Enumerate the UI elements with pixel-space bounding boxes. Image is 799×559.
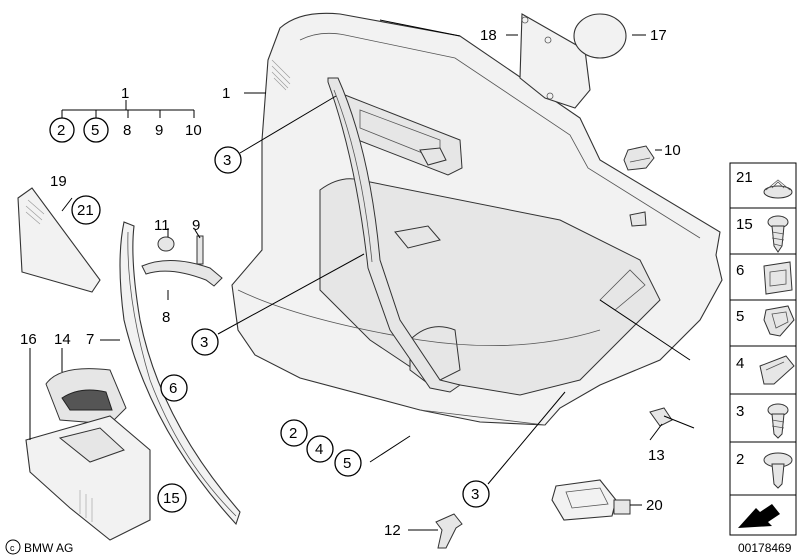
footer: c BMW AG 00178469: [5, 539, 792, 555]
lamp-20: [551, 479, 631, 521]
callout-21-circle: [71, 195, 101, 225]
callout-20: 20: [646, 497, 663, 514]
legend-label-5: 3: [736, 403, 744, 420]
callout-17: 17: [650, 27, 667, 44]
callout-5b-circle: [334, 449, 362, 477]
copyright-icon: [5, 539, 21, 555]
legend-label-1: 15: [736, 216, 753, 233]
callout-3c: 3: [471, 486, 479, 503]
copyright-mark: c: [10, 543, 15, 553]
console-16: [25, 415, 151, 541]
legend-icon-screw-3: [767, 403, 789, 439]
leader-lines: [29, 19, 691, 531]
legend-label-6: 2: [736, 451, 744, 468]
brand-label: BMW AG: [24, 541, 73, 555]
speaker-cover-17: [573, 13, 627, 59]
handle-bar: [327, 77, 462, 393]
callouts: 1 1 2 5 8 9 10 3 3 3 18 17 10 19 21 11 9…: [20, 27, 681, 539]
triangle-cover-19: [17, 187, 101, 293]
callout-10-clip: 10: [664, 142, 681, 159]
callout-9: 9: [155, 122, 163, 139]
legend-icon-screw: [767, 215, 789, 253]
callout-3b: 3: [200, 334, 208, 351]
callout-5-circle: [83, 117, 109, 143]
callout-6-circle: [160, 374, 188, 402]
callout-7: 7: [86, 331, 94, 348]
part-13: [649, 407, 695, 429]
callout-1-panel: 1: [222, 85, 230, 102]
callout-2: 2: [57, 122, 65, 139]
callout-16: 16: [20, 331, 37, 348]
callout-5: 5: [91, 122, 99, 139]
callout-3c-circle: [462, 480, 490, 508]
cap-11: [157, 236, 175, 252]
callout-5b: 5: [343, 455, 351, 472]
legend-label-2: 6: [736, 262, 744, 279]
callout-4-circle: [306, 435, 334, 463]
callout-2b-circle: [280, 419, 308, 447]
orientation-arrow-icon: [729, 494, 797, 536]
callout-18: 18: [480, 27, 497, 44]
door-trim-panel: [231, 12, 723, 426]
trim-strip-7: [119, 221, 241, 526]
callout-3a: 3: [223, 152, 231, 169]
legend-icon-rivet: [763, 179, 793, 199]
callout-9-pin: 9: [192, 217, 200, 234]
callout-2-circle: [49, 117, 75, 143]
callout-12: 12: [384, 522, 401, 539]
legend-label-4: 4: [736, 355, 744, 372]
callout-4: 4: [315, 441, 323, 458]
callout-10: 10: [185, 122, 202, 139]
legend-label-3: 5: [736, 308, 744, 325]
handle-8: [141, 259, 223, 287]
legend-icon-clip-5: [763, 305, 795, 337]
callout-14: 14: [54, 331, 71, 348]
callout-21: 21: [77, 202, 94, 219]
callout-2b: 2: [289, 425, 297, 442]
fastener-legend: 21 15 6 5 4 3 2: [729, 162, 797, 536]
legend-label-0: 21: [736, 169, 753, 186]
callout-8: 8: [123, 122, 131, 139]
callout-3a-circle: [214, 146, 242, 174]
part-12: [435, 513, 463, 549]
callout-19: 19: [50, 173, 67, 190]
callout-6: 6: [169, 380, 177, 397]
document-id: 00178469: [738, 541, 792, 555]
callout-8-handle: 8: [162, 309, 170, 326]
callout-3b-circle: [191, 328, 219, 356]
callout-13: 13: [648, 447, 665, 464]
clip-10: [623, 145, 655, 171]
callout-1-set: 1: [121, 85, 129, 102]
legend-icon-clip: [763, 261, 793, 295]
callout-15: 15: [163, 490, 180, 507]
insert-14: [45, 368, 127, 425]
legend-icon-pushpin: [763, 452, 793, 489]
callout-15-circle: [157, 483, 187, 513]
pin-9: [196, 235, 204, 265]
legend-icon-clip-4: [759, 355, 795, 385]
callout-11: 11: [154, 217, 170, 234]
